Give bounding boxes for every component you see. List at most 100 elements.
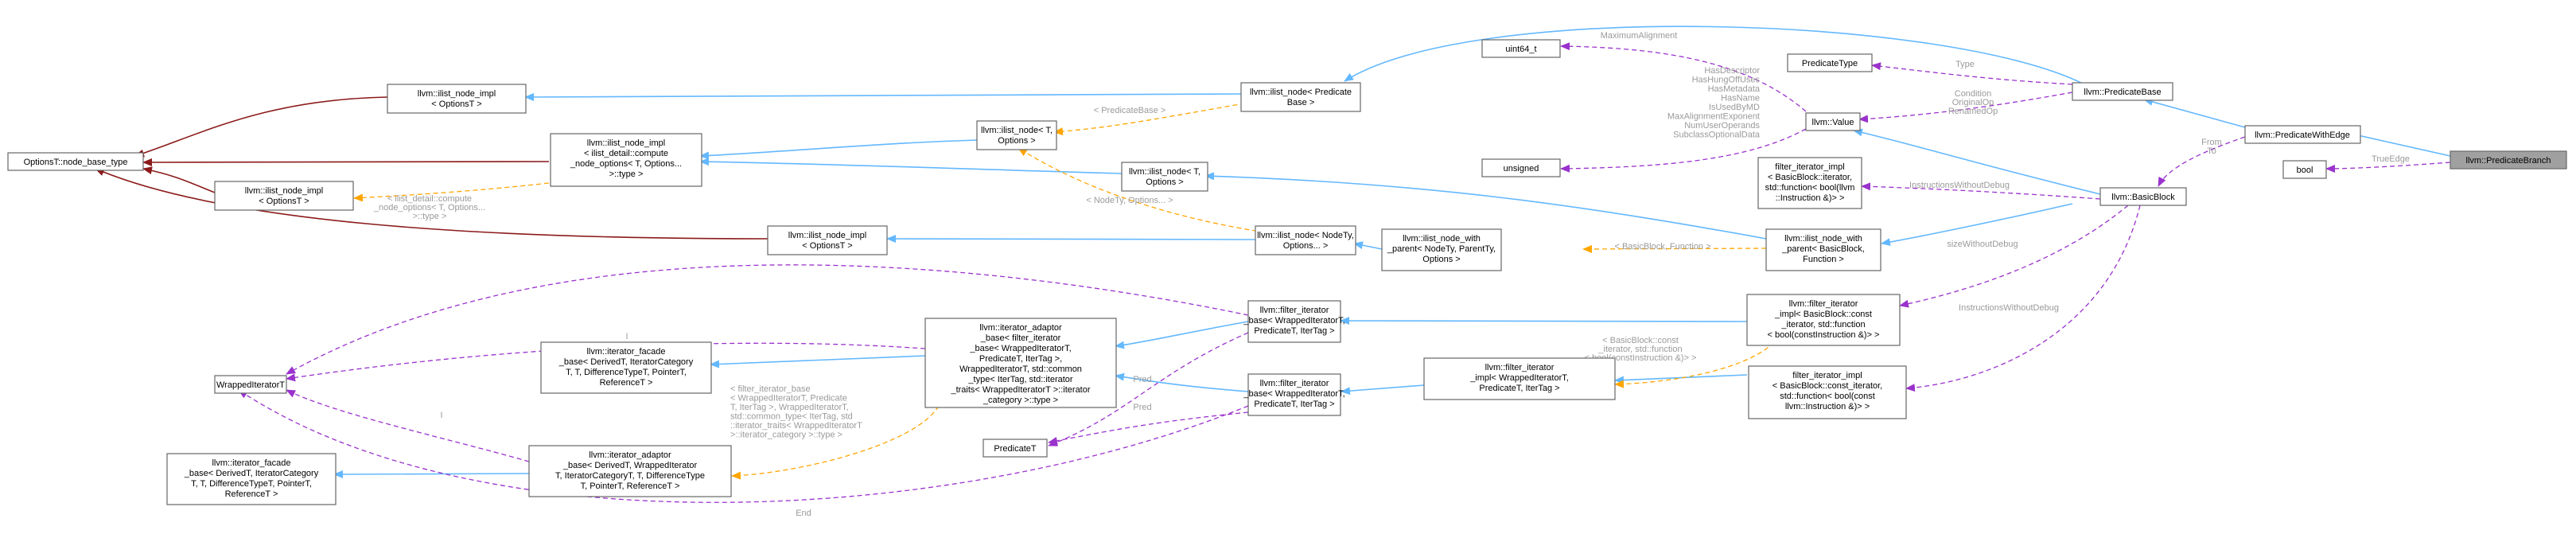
text-line: >::type >: [609, 170, 644, 179]
edge-bb-to-with-parent-bb: [1881, 203, 2073, 247]
text-line: llvm::ilist_node_impl: [245, 186, 323, 196]
svg-text:llvm::Value: llvm::Value: [1812, 118, 1854, 127]
node-ilist-node-impl-c[interactable]: llvm::ilist_node_impl< OptionsT >: [767, 225, 888, 255]
label-bb-function-tpl: < BasicBlock, Function >: [1614, 242, 1710, 251]
text-line: PredicateT, IterTag >,: [979, 354, 1062, 364]
text-line: filter_iterator_impl: [1792, 371, 1862, 380]
text-line: ::iterator_traits< WrappedIteratorT: [730, 421, 862, 431]
text-line: < filter_iterator_base: [730, 384, 811, 394]
svg-text:llvm::ilist_node< NodeTy,Optio: llvm::ilist_node< NodeTy,Options... >: [1257, 231, 1354, 251]
node-llvm-basic-block[interactable]: llvm::BasicBlock: [2099, 187, 2187, 206]
node-ilist-node-with-parent[interactable]: llvm::ilist_node_with_parent< NodeTy, Pa…: [1381, 228, 1502, 271]
text-line: T, PointerT, ReferenceT >: [581, 481, 680, 491]
node-unsigned[interactable]: unsigned: [1481, 158, 1561, 177]
node-filter-iterator-impl-b[interactable]: filter_iterator_impl< BasicBlock::const_…: [1748, 365, 1907, 419]
text-line: < BasicBlock::iterator,: [1768, 173, 1852, 182]
edge-pred-ilist-to-t-options: [1053, 101, 1254, 136]
node-llvm-filter-iterator-impl-bb[interactable]: llvm::filter_iterator_impl< BasicBlock::…: [1746, 294, 1901, 346]
node-filter-iterator-base-a[interactable]: llvm::filter_iterator_base< WrappedItera…: [1243, 300, 1345, 343]
text-line: From: [2201, 138, 2222, 147]
text-line: _base< WrappedIteratorT,: [969, 344, 1071, 353]
edge-i-low: [286, 389, 530, 462]
text-line: PredicateT, IterTag >: [1479, 384, 1559, 393]
node-ilist-node-impl-a[interactable]: llvm::ilist_node_impl< OptionsT >: [387, 84, 527, 114]
node-iterator-adaptor-b[interactable]: llvm::iterator_adaptor_base< DerivedT, W…: [528, 445, 732, 497]
text-line: _base< WrappedIteratorT,: [1243, 389, 1344, 399]
node-iterator-facade-b[interactable]: llvm::iterator_facade_base< DerivedT, It…: [166, 453, 337, 505]
edge-base-b-to-adaptor-a: [1115, 372, 1249, 392]
text-line: Pred: [1133, 403, 1151, 412]
node-filter-iterator-base-b[interactable]: llvm::filter_iterator_base< WrappedItera…: [1243, 373, 1345, 416]
text-line: filter_iterator_impl: [1775, 162, 1844, 172]
edges: [95, 25, 2451, 503]
svg-text:llvm::ilist_node_impl< Options: llvm::ilist_node_impl< OptionsT >: [788, 231, 866, 251]
edge-pred-base-to-pred-ilist: [1344, 25, 2085, 85]
edge-pred-ilist-to-impl-a: [524, 92, 1242, 101]
text-line: llvm::ilist_node_impl: [418, 89, 496, 99]
text-line: llvm::iterator_facade: [586, 347, 665, 357]
text-line: MaximumAlignment: [1601, 31, 1678, 41]
node-uint64-t[interactable]: uint64_t: [1481, 39, 1561, 58]
text-line: ::Instruction &)> >: [1776, 193, 1845, 203]
text-line: _impl< BasicBlock::const: [1774, 310, 1872, 319]
node-ilist-node-impl-b[interactable]: llvm::ilist_node_impl< OptionsT >: [214, 181, 354, 211]
node-llvm-predicate-branch[interactable]: llvm::PredicateBranch: [2450, 150, 2567, 170]
label-filter-base-tpl: < filter_iterator_base< WrappedIteratorT…: [730, 384, 862, 440]
node-ilist-node-nodety[interactable]: llvm::ilist_node< NodeTy,Options... >: [1255, 225, 1356, 255]
svg-text:PredicateType: PredicateType: [1802, 59, 1858, 68]
svg-text:PredicateT: PredicateT: [994, 444, 1036, 454]
svg-text:llvm::ilist_node_with_parent<: llvm::ilist_node_with_parent< NodeTy, Pa…: [1387, 234, 1496, 264]
edge-t-options-to-impl-compute: [699, 139, 978, 160]
text-line: llvm::iterator_facade: [212, 458, 290, 468]
svg-text:bool: bool: [2297, 166, 2313, 175]
svg-text:llvm::ilist_node_impl< ilist_d: llvm::ilist_node_impl< ilist_detail::com…: [570, 138, 682, 179]
text-line: IsUsedByMD: [1709, 103, 1760, 112]
text-line: sizeWithoutDebug: [1947, 240, 2018, 249]
svg-text:llvm::ilist_node_impl< Options: llvm::ilist_node_impl< OptionsT >: [245, 186, 323, 206]
text-line: I: [625, 332, 628, 341]
text-line: OptionsT::node_base_type: [24, 158, 128, 167]
text-line: Type: [1955, 60, 1975, 69]
text-line: Base >: [1287, 98, 1315, 107]
text-line: _parent< NodeTy, ParentTy,: [1387, 244, 1496, 254]
text-line: _base< DerivedT, IteratorCategory: [558, 357, 694, 367]
node-wrapped-iterator-t[interactable]: WrappedIteratorT: [214, 375, 287, 394]
node-iterator-facade-a[interactable]: llvm::iterator_facade_base< DerivedT, It…: [540, 341, 712, 394]
edge-bb-to-filter-impl-a: [1861, 182, 2101, 200]
text-line: NumUserOperands: [1684, 121, 1760, 131]
label-ilist-compute-tpl: < ilist_detail::compute_node_options< T,…: [373, 194, 485, 221]
node-predicate-t[interactable]: PredicateT: [983, 439, 1048, 458]
node-llvm-predicate-base[interactable]: llvm::PredicateBase: [2072, 82, 2173, 101]
text-line: bool: [2297, 166, 2313, 175]
text-line: >::type >: [413, 212, 447, 221]
text-line: llvm::Value: [1812, 118, 1854, 127]
text-line: _base< DerivedT, IteratorCategory: [184, 469, 319, 478]
node-predicate-type[interactable]: PredicateType: [1787, 53, 1873, 72]
edge-value-to-unsigned: [1560, 128, 1807, 173]
node-iterator-adaptor-a[interactable]: llvm::iterator_adaptor_base< filter_iter…: [924, 318, 1117, 408]
node-options-node-base-type[interactable]: OptionsT::node_base_type: [7, 152, 144, 171]
text-line: _iterator, std::function: [1597, 345, 1682, 354]
text-line: ReferenceT >: [600, 378, 653, 388]
node-ilist-node-t-options[interactable]: llvm::ilist_node< T,Options >: [976, 120, 1057, 150]
svg-text:uint64_t: uint64_t: [1505, 45, 1536, 54]
node-ilist-node-t-options-2[interactable]: llvm::ilist_node< T,Options >: [1121, 162, 1208, 192]
node-ilist-node-with-parent-bb[interactable]: llvm::ilist_node_with_parent< BasicBlock…: [1765, 228, 1881, 271]
node-bool[interactable]: bool: [2282, 160, 2327, 179]
node-llvm-filter-iterator-impl-w[interactable]: llvm::filter_iterator_impl< WrappedItera…: [1423, 357, 1616, 400]
label-maximum-alignment: MaximumAlignment: [1601, 31, 1678, 41]
svg-text:llvm::ilist_node_impl< Options: llvm::ilist_node_impl< OptionsT >: [418, 89, 496, 109]
edge-impl-compute-to-impl-b: [353, 182, 550, 202]
label-predicate-base-tpl: < PredicateBase >: [1094, 106, 1166, 115]
text-line: WrappedIteratorT: [216, 380, 285, 390]
text-line: uint64_t: [1505, 45, 1536, 54]
edge-with-parent-to-nodety: [1353, 241, 1383, 250]
node-llvm-predicate-with-edge[interactable]: llvm::PredicateWithEdge: [2244, 125, 2361, 144]
text-line: llvm::iterator_adaptor: [589, 450, 671, 460]
node-llvm-value[interactable]: llvm::Value: [1805, 112, 1861, 131]
text-line: < NodeTy, Options... >: [1086, 196, 1173, 205]
node-filter-iterator-impl-a[interactable]: filter_iterator_impl< BasicBlock::iterat…: [1757, 157, 1862, 209]
node-ilist-node-impl-compute[interactable]: llvm::ilist_node_impl< ilist_detail::com…: [550, 133, 702, 187]
